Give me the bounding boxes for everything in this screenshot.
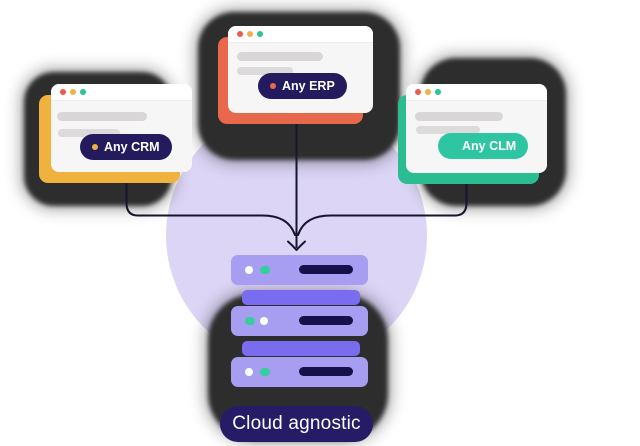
cloud-agnostic-label: Cloud agnostic [232, 413, 361, 434]
traffic-light-green-icon [80, 89, 86, 95]
crm-badge-label: Any CRM [104, 140, 160, 154]
server-connector [242, 341, 360, 356]
erp-badge-dot-icon [270, 83, 276, 89]
traffic-light-green-icon [257, 31, 263, 37]
server-indicator-white-icon [260, 317, 268, 325]
server-indicator-white-icon [245, 368, 253, 376]
clm-badge-label: Any CLM [462, 139, 517, 153]
crm-badge: Any CRM [80, 134, 172, 160]
server-indicator-white-icon [245, 266, 253, 274]
clm-badge-dot-icon [450, 143, 456, 149]
cloud-agnostic-badge: Cloud agnostic [220, 406, 373, 442]
server-row [231, 357, 368, 387]
crm-window: Any CRM [39, 84, 192, 183]
clm-window: Any CLM [398, 84, 547, 184]
traffic-light-red-icon [60, 89, 66, 95]
server-indicator-green-icon [260, 368, 270, 376]
erp-titlebar [228, 26, 373, 43]
skeleton-line [57, 112, 147, 121]
skeleton-line [58, 129, 120, 137]
traffic-light-yellow-icon [247, 31, 253, 37]
erp-window-card: Any ERP [228, 26, 373, 113]
server-slot [299, 265, 353, 274]
server-indicator-green-icon [245, 317, 255, 325]
crm-titlebar [51, 84, 192, 101]
server-slot [299, 316, 353, 325]
server-row [231, 255, 368, 285]
traffic-light-red-icon [237, 31, 243, 37]
server-stack [231, 255, 368, 387]
traffic-light-red-icon [415, 89, 421, 95]
traffic-light-yellow-icon [70, 89, 76, 95]
server-slot [299, 367, 353, 376]
erp-window: Any ERP [218, 26, 373, 124]
traffic-light-green-icon [435, 89, 441, 95]
skeleton-line [237, 67, 293, 75]
crm-window-card: Any CRM [51, 84, 192, 172]
erp-badge-label: Any ERP [282, 79, 335, 93]
skeleton-line [416, 126, 480, 134]
server-indicator-green-icon [260, 266, 270, 274]
crm-badge-dot-icon [92, 144, 98, 150]
clm-titlebar [406, 84, 547, 101]
skeleton-line [415, 112, 503, 121]
server-row [231, 306, 368, 336]
traffic-light-yellow-icon [425, 89, 431, 95]
erp-badge: Any ERP [258, 73, 347, 99]
skeleton-line [237, 52, 323, 61]
clm-badge: Any CLM [438, 133, 529, 159]
server-connector [242, 290, 360, 305]
clm-window-card: Any CLM [406, 84, 547, 173]
